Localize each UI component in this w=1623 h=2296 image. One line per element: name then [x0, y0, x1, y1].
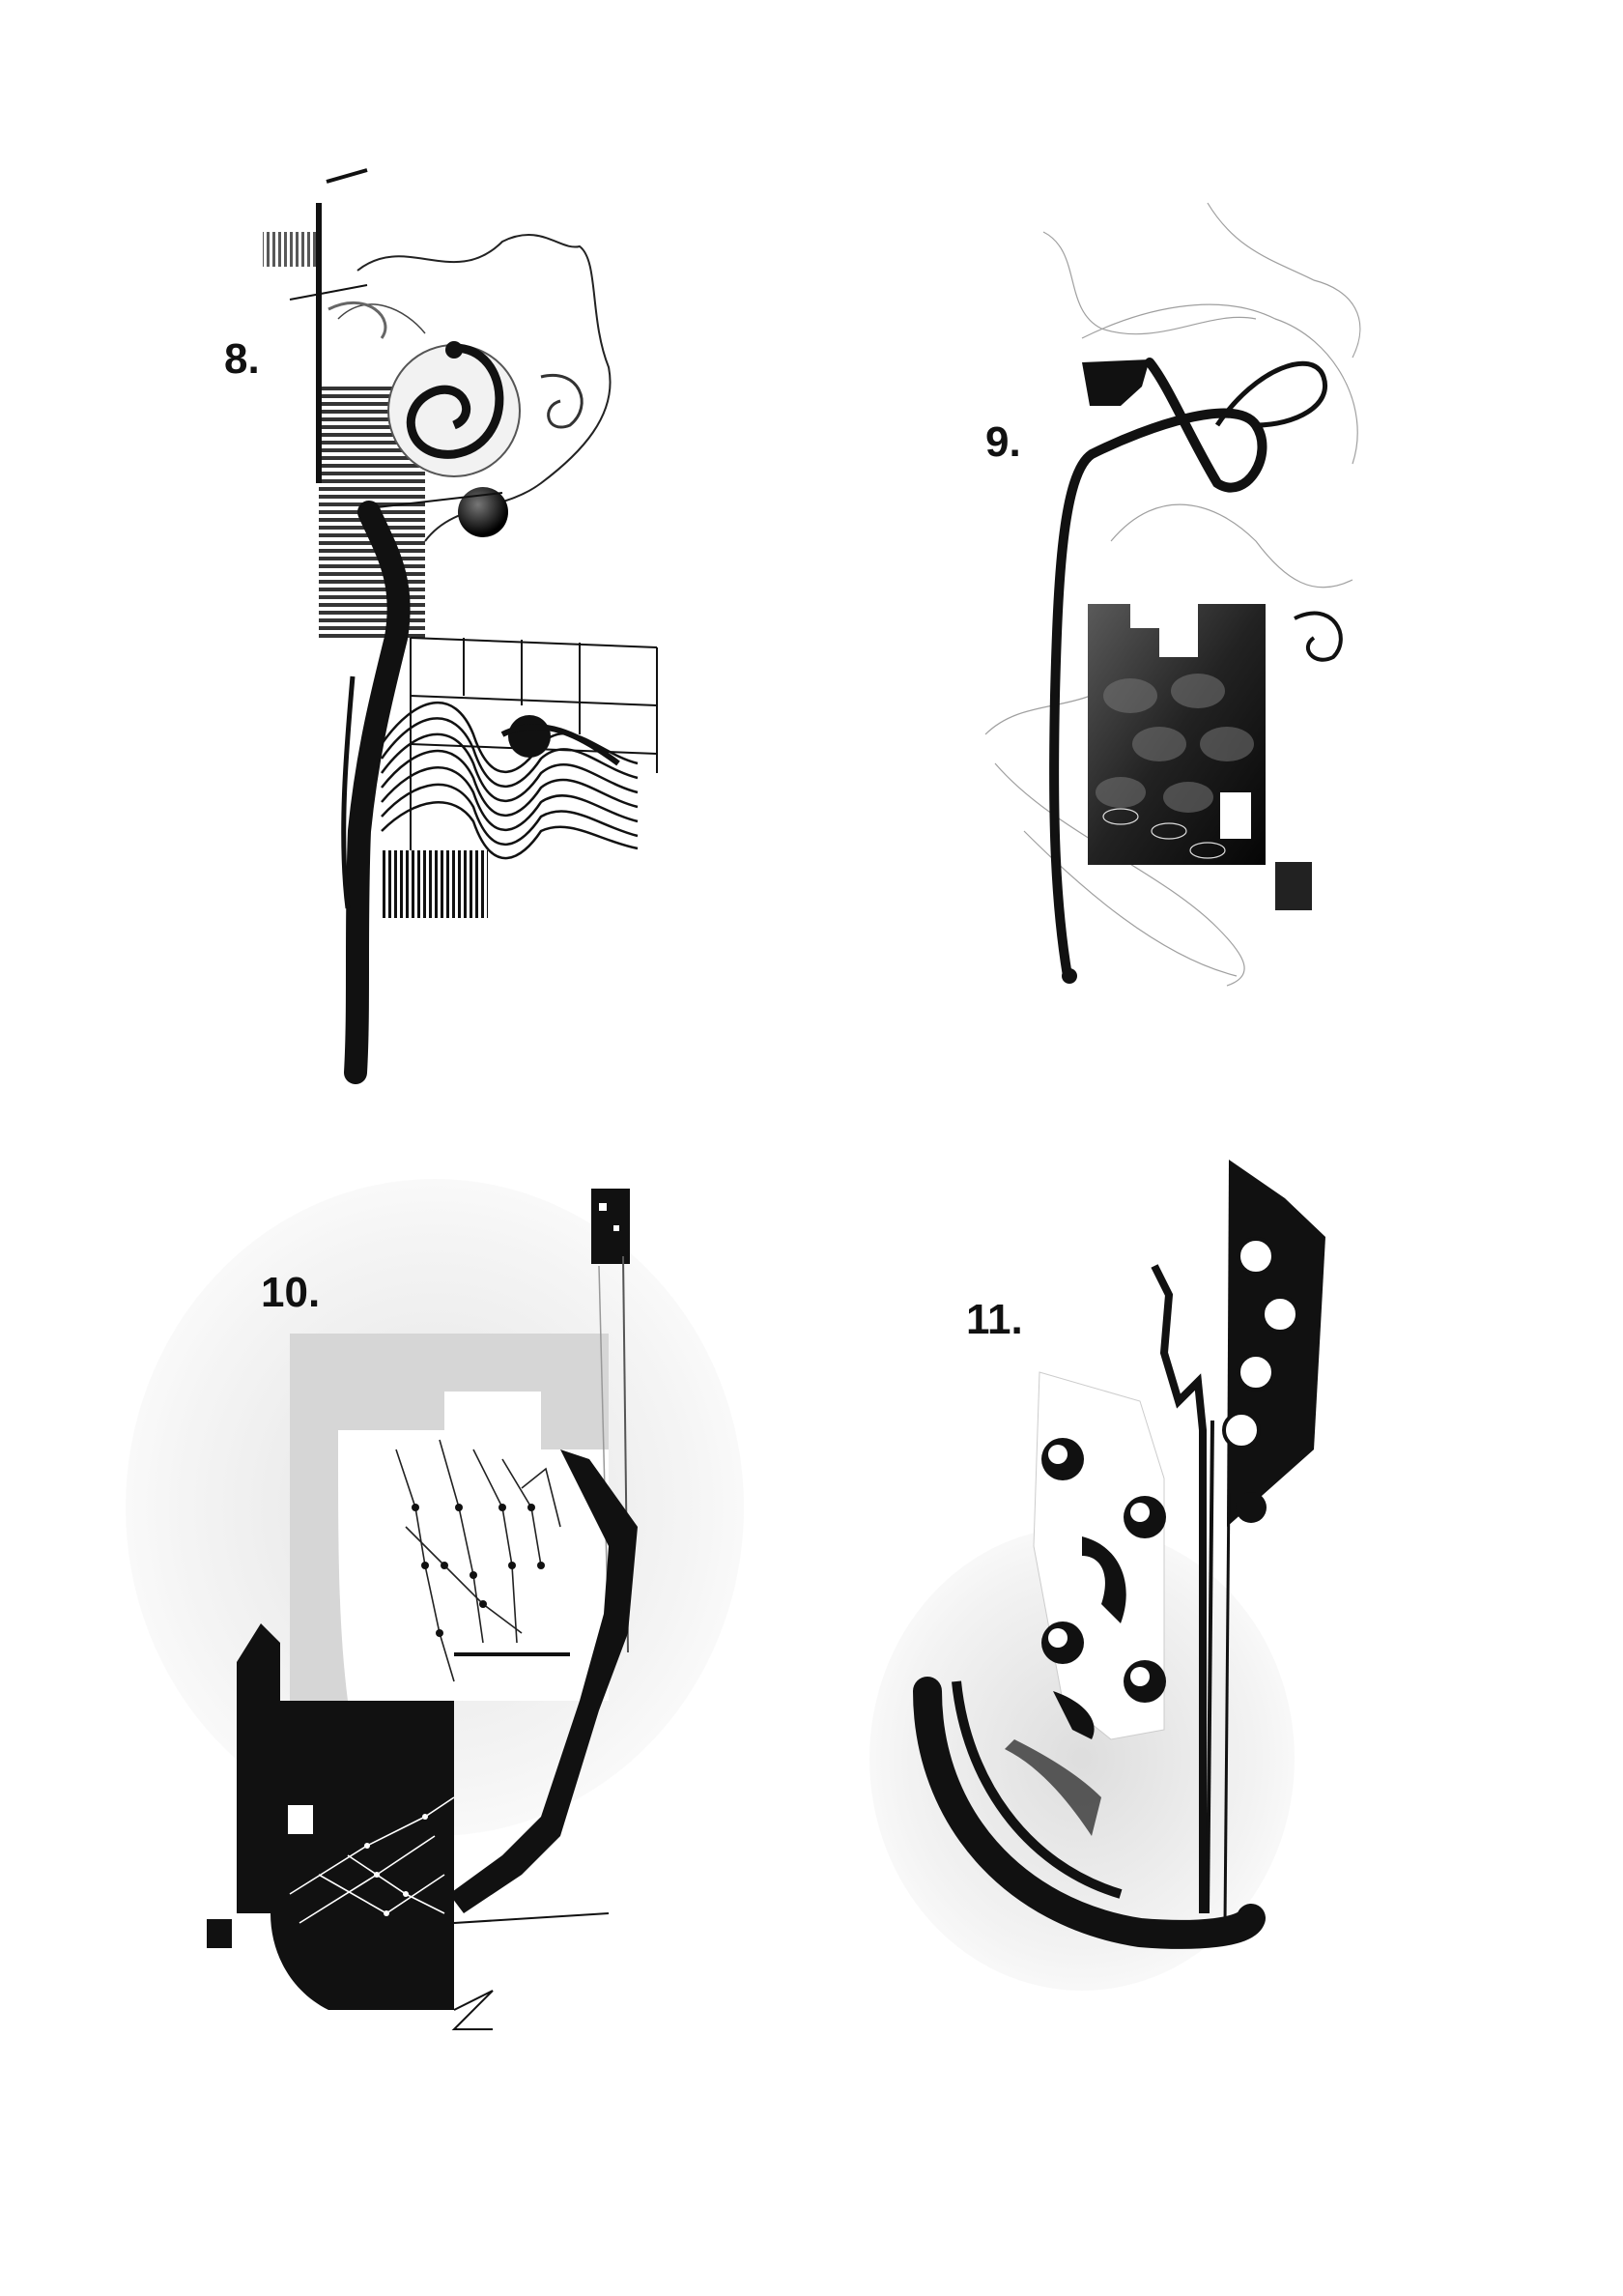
black-fragment	[1082, 359, 1150, 406]
noise-panel	[591, 1189, 630, 1264]
photo-panel	[1088, 604, 1312, 910]
swirl	[327, 301, 584, 477]
figure-9-artwork	[984, 202, 1361, 987]
figure-10-label: 10.	[261, 1269, 321, 1316]
figure-8-label: 8.	[224, 335, 260, 383]
figure-10-artwork	[126, 1179, 744, 2030]
figure-11-artwork	[869, 1160, 1325, 1991]
arc-brush-stroke	[913, 1677, 1266, 1949]
black-column	[1227, 1160, 1325, 1527]
figure-9-label: 9.	[985, 418, 1021, 466]
figure-11-label: 11.	[966, 1296, 1023, 1343]
terrain-contours	[380, 701, 639, 860]
black-mass	[237, 1623, 454, 2010]
figure-8-artwork	[263, 168, 658, 1084]
